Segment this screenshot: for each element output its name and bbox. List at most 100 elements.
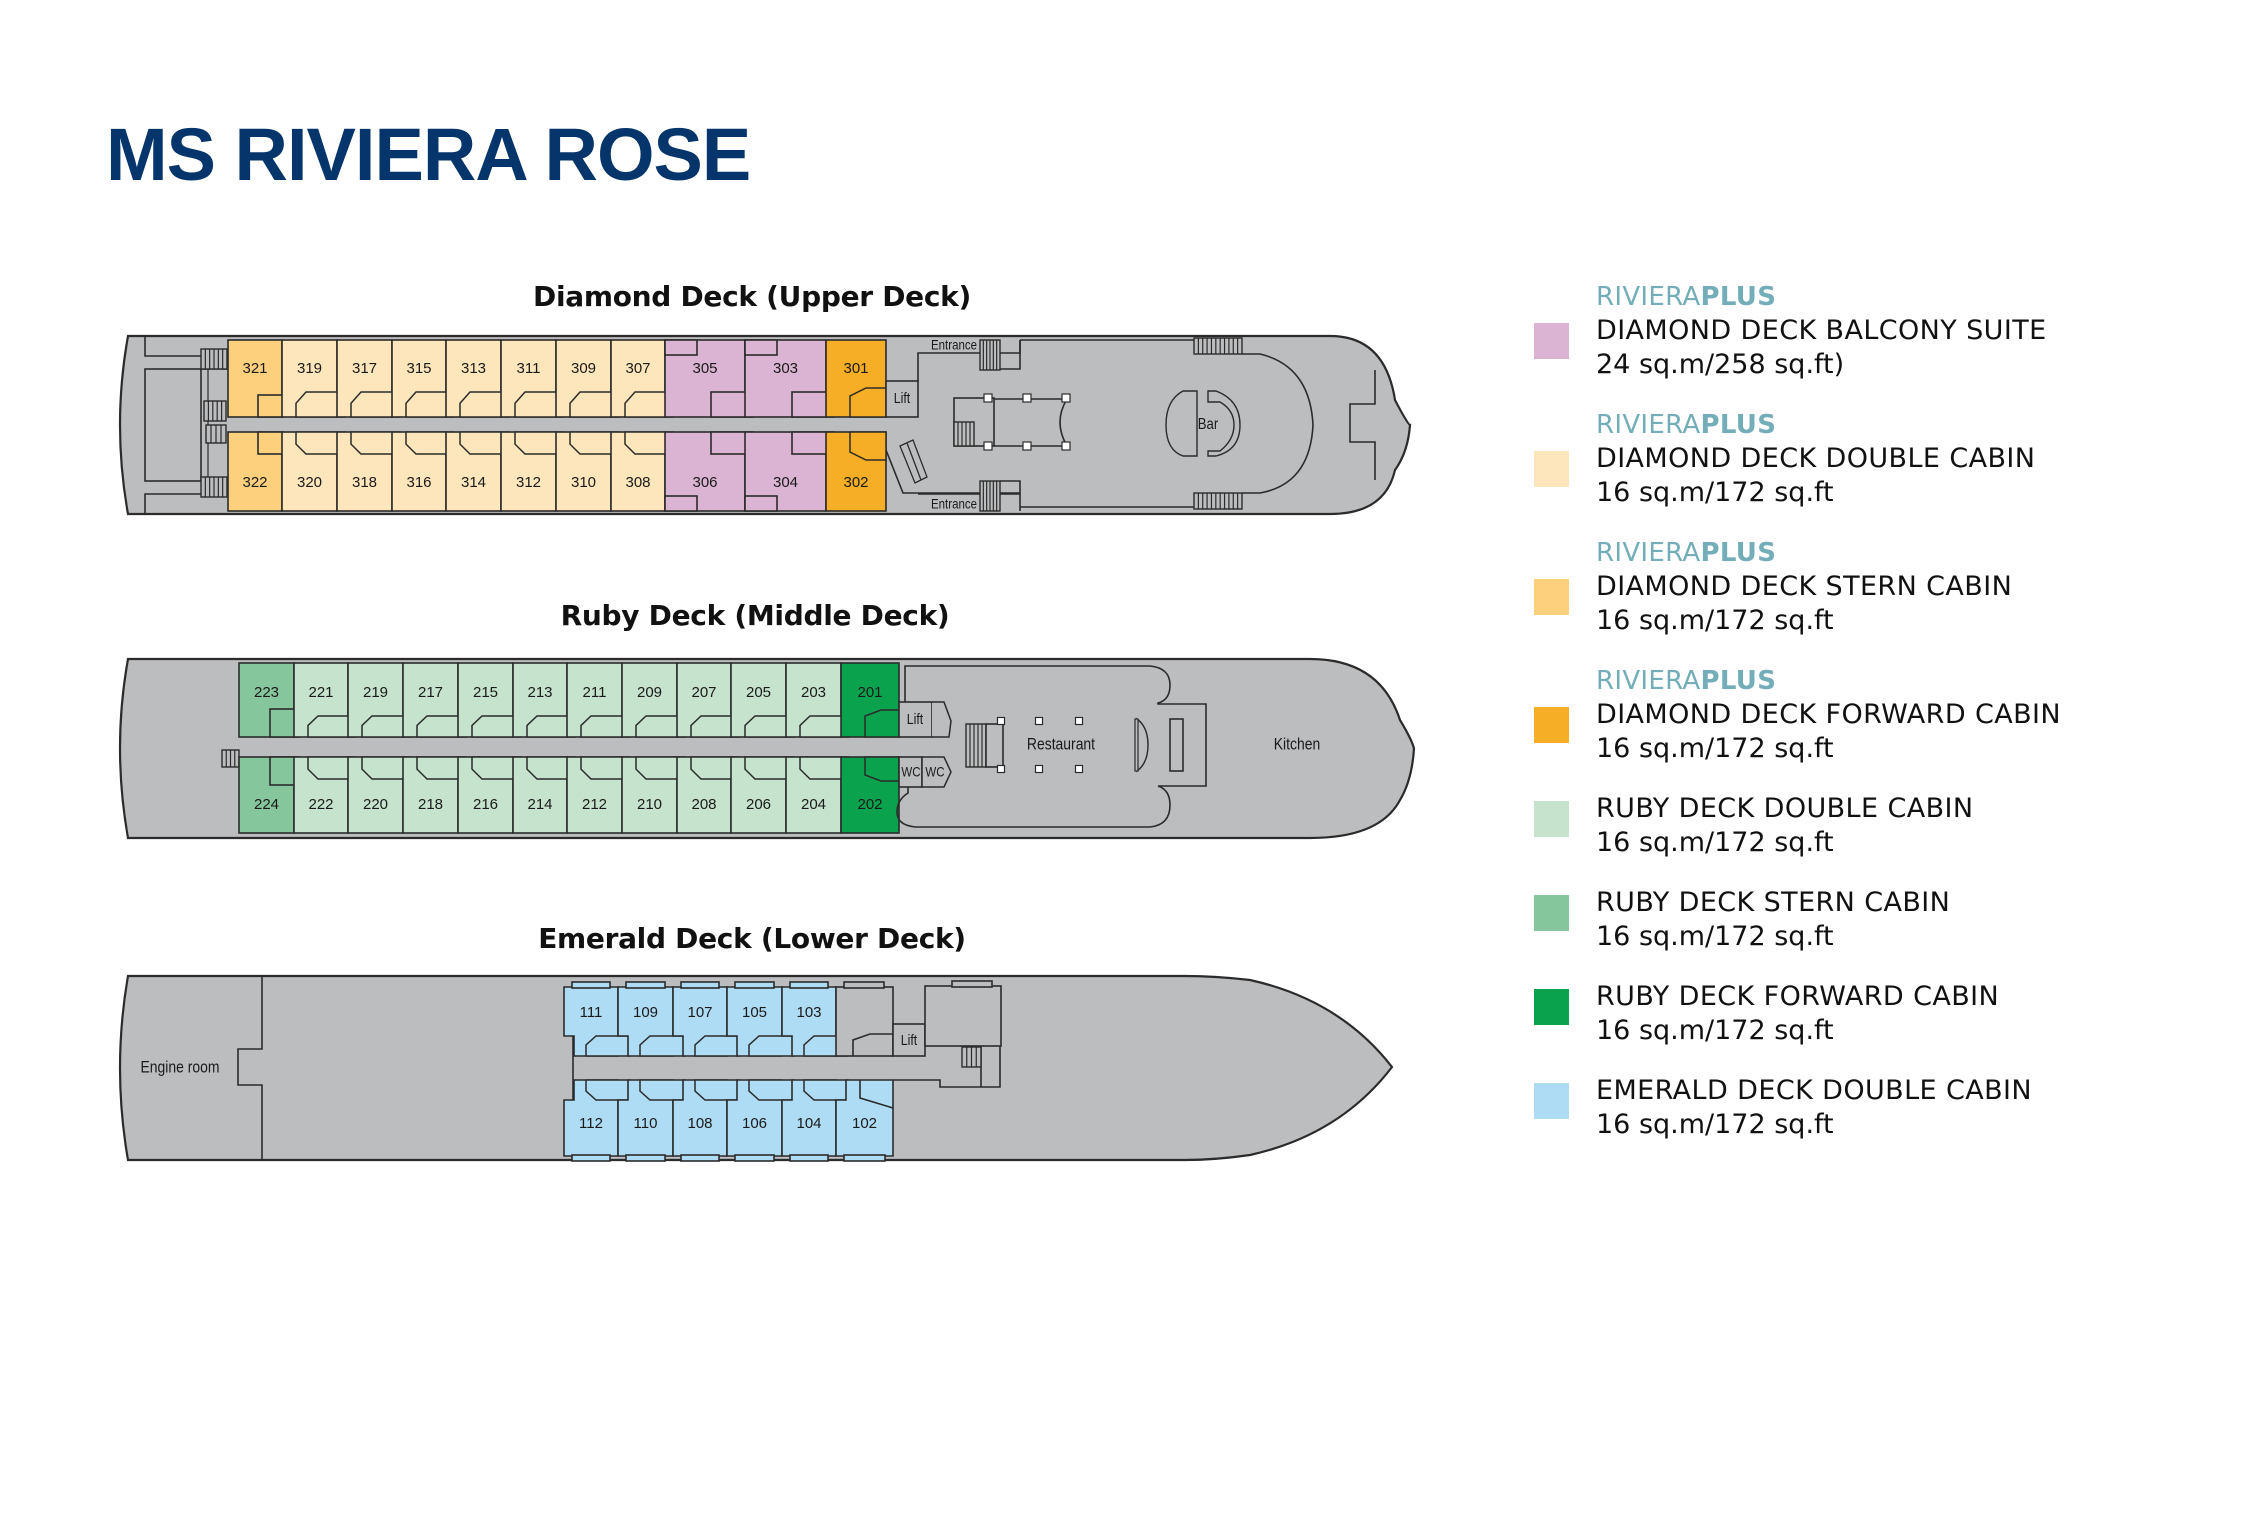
- lower-deck-title: Emerald Deck (Lower Deck): [538, 922, 966, 955]
- cabin-number: 310: [571, 474, 596, 491]
- rivieraplus-brand: RIVIERAPLUS: [1596, 408, 2154, 442]
- cabin-number: 308: [625, 474, 650, 491]
- legend-swatch: [1534, 989, 1569, 1025]
- cabin-bathroom: [803, 1079, 849, 1101]
- legend-swatch: [1534, 801, 1569, 837]
- service-wall: [852, 1033, 893, 1056]
- stairs-icon: [965, 723, 987, 768]
- brand-light: RIVIERA: [1596, 538, 1701, 568]
- legend-cabin-type: DIAMOND DECK STERN CABIN: [1596, 571, 2013, 602]
- cabin-number: 306: [692, 474, 717, 491]
- cabin-window: [571, 1154, 611, 1162]
- cabin-bathroom: [585, 1079, 631, 1101]
- legend-cabin-size: 16 sq.m/172 sq.ft: [1596, 477, 1834, 508]
- lift: [885, 380, 919, 418]
- legend-cabin-size: 16 sq.m/172 sq.ft: [1596, 1015, 1834, 1046]
- stairs-icon: [221, 749, 240, 768]
- cabin-number: 321: [242, 360, 267, 377]
- buffet-icon: [1136, 717, 1149, 773]
- cabin-number: 317: [352, 360, 377, 377]
- upper-corridor: [228, 417, 886, 432]
- engine-room-wall: [237, 976, 263, 1160]
- stairs-outline: [965, 723, 987, 768]
- cabin-number: 111: [580, 1004, 603, 1021]
- cabin-number: 318: [352, 474, 377, 491]
- brand-light: RIVIERA: [1596, 282, 1701, 312]
- cabin-bathroom: [639, 1079, 686, 1101]
- cabin-room: [835, 1079, 894, 1157]
- stairs-outline: [1193, 337, 1243, 355]
- pillar-icon: [1034, 764, 1044, 774]
- cabin-number: 301: [843, 360, 868, 377]
- cabin-number: 211: [583, 684, 607, 701]
- suite-balcony: [664, 339, 698, 356]
- lower-deck-hull: [118, 974, 1394, 1162]
- middle-corridor: [239, 737, 899, 757]
- cabin-bathroom: [694, 1035, 740, 1057]
- cabin-number: 110: [634, 1115, 658, 1132]
- wc-room: [921, 756, 952, 788]
- legend-swatch: [1534, 707, 1569, 743]
- cabin-number: 312: [516, 474, 541, 491]
- legend-swatch: [1534, 895, 1569, 931]
- cabin-number: 206: [746, 796, 771, 813]
- cabin-number: 212: [582, 796, 607, 813]
- brand-bold: PLUS: [1700, 538, 1777, 568]
- brand-light: RIVIERA: [1596, 666, 1701, 696]
- stairs-icon: [953, 421, 975, 447]
- wc-label: WC: [925, 764, 944, 780]
- entrance-label: Entrance: [931, 496, 977, 512]
- upper-deck-title: Diamond Deck (Upper Deck): [533, 280, 971, 313]
- cabin-bathroom: [257, 394, 284, 418]
- cabin-number: 302: [843, 474, 868, 491]
- cabin-bathroom: [748, 1035, 795, 1057]
- cabin-number: 303: [773, 360, 798, 377]
- rivieraplus-brand: RIVIERAPLUS: [1596, 664, 2154, 698]
- pillar-icon: [983, 393, 993, 403]
- cabin-number: 216: [473, 796, 498, 813]
- cabin-number: 305: [692, 360, 717, 377]
- cabin-number: 214: [527, 796, 552, 813]
- stairs-outline: [203, 400, 227, 422]
- legend-cabin-type: DIAMOND DECK FORWARD CABIN: [1596, 699, 2062, 730]
- cabin-bathroom: [849, 387, 887, 418]
- stairwell: [985, 723, 1004, 768]
- cabin-number: 307: [625, 360, 650, 377]
- stairs-outline: [1193, 492, 1243, 510]
- cabin-number: 203: [801, 684, 826, 701]
- legend-cabin-size: 16 sq.m/172 sq.ft: [1596, 827, 1834, 858]
- pillar-icon: [983, 441, 993, 451]
- cabin-number: 210: [637, 796, 662, 813]
- cabin-number: 217: [418, 684, 443, 701]
- cabin-number: 215: [473, 684, 498, 701]
- legend-cabin-size: 16 sq.m/172 sq.ft: [1596, 1109, 1834, 1140]
- lift-label: Lift: [894, 390, 911, 406]
- brand-bold: PLUS: [1700, 666, 1777, 696]
- cabin-number: 207: [691, 684, 716, 701]
- lounge-wall: [1242, 353, 1314, 494]
- service-window: [843, 981, 885, 989]
- cabin-number: 311: [517, 360, 541, 377]
- cabin-number: 107: [687, 1004, 712, 1021]
- stern-room: [144, 368, 202, 482]
- cabin-bathroom: [585, 1035, 631, 1057]
- pillar-icon: [1034, 716, 1044, 726]
- cabin-number: 102: [852, 1115, 877, 1132]
- lift-label: Lift: [901, 1032, 918, 1048]
- stairs-icon: [200, 348, 228, 370]
- stairs-icon: [1193, 337, 1243, 355]
- stairs-icon: [979, 480, 1001, 512]
- pillar-icon: [996, 764, 1006, 774]
- pillar-icon: [1074, 716, 1084, 726]
- legend-cabin-type: DIAMOND DECK BALCONY SUITE: [1596, 315, 2047, 346]
- cabin-number: 108: [687, 1115, 712, 1132]
- cabin-window: [625, 1154, 666, 1162]
- deck-rail: [1020, 339, 1200, 508]
- cabin-window: [680, 981, 720, 989]
